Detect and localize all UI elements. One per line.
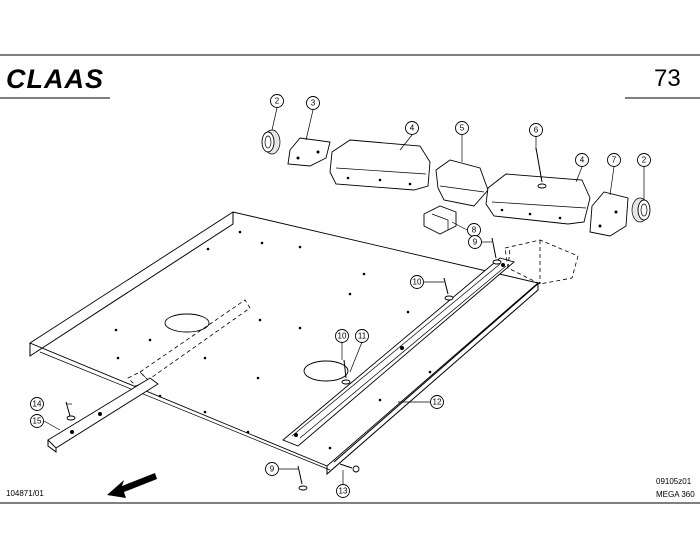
fasteners <box>65 237 502 491</box>
bearing-right-face <box>637 199 651 221</box>
housing-4-left-crease <box>335 167 427 175</box>
callout-5: 5 <box>455 121 469 135</box>
slotted-rail-slots <box>291 263 507 439</box>
callout-2-right: 2 <box>637 153 651 167</box>
model-name: MEGA 360 <box>656 490 695 499</box>
callout-3-label: 3 <box>311 99 316 108</box>
side-rail-12-line <box>333 281 541 463</box>
callout-2-right-label: 2 <box>642 156 647 165</box>
callout-10-top: 10 <box>410 275 424 289</box>
bracket-3 <box>287 137 331 167</box>
callout-7: 7 <box>607 153 621 167</box>
bracket-3-body <box>287 137 331 167</box>
callout-11: 11 <box>355 329 369 343</box>
callout-10-mid: 10 <box>335 329 349 343</box>
slotted-rail-11 <box>282 257 515 447</box>
callout-15-label: 15 <box>33 417 42 426</box>
callout-4-left-label: 4 <box>410 124 415 133</box>
callout-10-top-label: 10 <box>413 278 422 287</box>
callout-9-bottom-label: 9 <box>270 465 275 474</box>
floor-plate-underside-rib <box>139 299 251 381</box>
callout-12-label: 12 <box>433 398 442 407</box>
bearing-left-face <box>261 131 275 153</box>
callout-2-left: 2 <box>270 94 284 108</box>
bolt-6 <box>535 147 547 189</box>
callout-4-right-label: 4 <box>580 156 585 165</box>
callout-14-label: 14 <box>33 400 42 409</box>
floor-plate <box>29 211 539 476</box>
footer: 104871/01 09105z01 MEGA 360 <box>0 477 700 504</box>
floor-plate-body <box>29 211 539 467</box>
callout-6-label: 6 <box>534 126 539 135</box>
auxiliary-housing-edges <box>507 240 541 284</box>
wear-strip-15 <box>47 377 159 449</box>
housing-4-left-body <box>329 139 431 191</box>
floor-plate-round-opening-right <box>303 360 349 382</box>
bearing-left <box>261 129 281 155</box>
callout-9-bottom: 9 <box>265 462 279 476</box>
auxiliary-housing-outline <box>504 239 579 285</box>
callout-15: 15 <box>30 414 44 428</box>
bolt-6-shank <box>535 147 543 183</box>
slotted-rail <box>282 257 515 447</box>
clamp-8-body <box>423 205 457 235</box>
housing-4-left <box>329 139 431 191</box>
callout-13-label: 13 <box>339 487 348 496</box>
left-wear-strip <box>47 377 159 453</box>
callout-2-left-label: 2 <box>275 97 280 106</box>
callout-13: 13 <box>336 484 350 498</box>
callout-11-label: 11 <box>358 332 367 341</box>
brand-logo: CLAAS <box>6 64 104 94</box>
callout-6: 6 <box>529 123 543 137</box>
drawing-number: 104871/01 <box>6 489 44 498</box>
travel-direction-arrow-icon <box>107 473 157 498</box>
side-rail-12 <box>333 281 541 463</box>
cover-5 <box>435 159 489 207</box>
callout-8-label: 8 <box>472 226 477 235</box>
floor-plate-right-lip <box>326 283 539 476</box>
callout-9-top-label: 9 <box>473 238 478 247</box>
callout-14: 14 <box>30 397 44 411</box>
bracket-7 <box>589 191 629 237</box>
callout-8: 8 <box>467 223 481 237</box>
housing-4-right-body <box>485 173 591 225</box>
leader-lines <box>43 107 645 484</box>
callout-7-label: 7 <box>612 156 617 165</box>
floor-plate-front-lip <box>29 212 234 357</box>
floor-plate-round-opening-left <box>164 313 210 333</box>
auxiliary-housing-dashed <box>504 239 579 285</box>
header: CLAAS 73 <box>0 54 700 99</box>
clamp-8 <box>423 205 457 235</box>
callout-4-right: 4 <box>575 153 589 167</box>
sheet-code: 09105z01 <box>656 477 692 486</box>
page-number: 73 <box>654 65 681 92</box>
wear-strip-15-end <box>47 440 57 453</box>
cover-5-body <box>435 159 489 207</box>
callout-12: 12 <box>430 395 444 409</box>
callout-10-mid-label: 10 <box>338 332 347 341</box>
callout-3: 3 <box>306 96 320 110</box>
callout-9-top: 9 <box>468 235 482 249</box>
housing-4-right <box>485 173 591 225</box>
bearing-right <box>631 197 651 223</box>
floor-plate-front-edge <box>39 351 331 471</box>
callout-5-label: 5 <box>460 124 465 133</box>
bracket-7-body <box>589 191 629 237</box>
callout-4-left: 4 <box>405 121 419 135</box>
